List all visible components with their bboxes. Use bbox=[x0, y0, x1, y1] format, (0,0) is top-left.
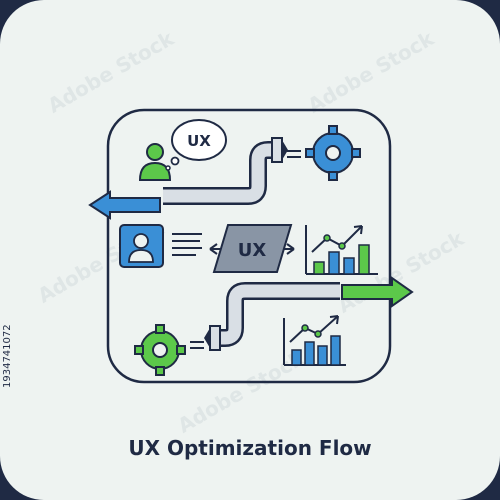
frame-outline bbox=[106, 108, 392, 384]
arrow-right-icon bbox=[341, 276, 414, 308]
pipe-icon-bottom bbox=[204, 282, 340, 351]
growth-chart-icon-top bbox=[305, 225, 378, 275]
equal-marks-top bbox=[287, 150, 301, 158]
gear-icon-green bbox=[134, 324, 186, 376]
text-lines-icon bbox=[172, 233, 202, 256]
bubble-label: UX bbox=[187, 132, 211, 150]
equal-marks-bottom bbox=[190, 341, 204, 349]
page-title: UX Optimization Flow bbox=[128, 436, 372, 460]
ux-parallelogram-icon: UX bbox=[212, 224, 293, 273]
flow-illustration: UX bbox=[88, 108, 414, 384]
stock-id: 1934741072 bbox=[2, 324, 13, 388]
pipe-icon-top bbox=[163, 137, 288, 205]
arrow-left-icon bbox=[88, 190, 161, 220]
thought-bubble-icon: UX bbox=[165, 119, 227, 171]
growth-chart-icon-bottom bbox=[283, 315, 346, 366]
profile-card-icon bbox=[119, 224, 164, 268]
user-thinking-icon bbox=[138, 143, 172, 181]
center-label: UX bbox=[238, 240, 267, 261]
gear-icon-blue bbox=[305, 125, 361, 181]
